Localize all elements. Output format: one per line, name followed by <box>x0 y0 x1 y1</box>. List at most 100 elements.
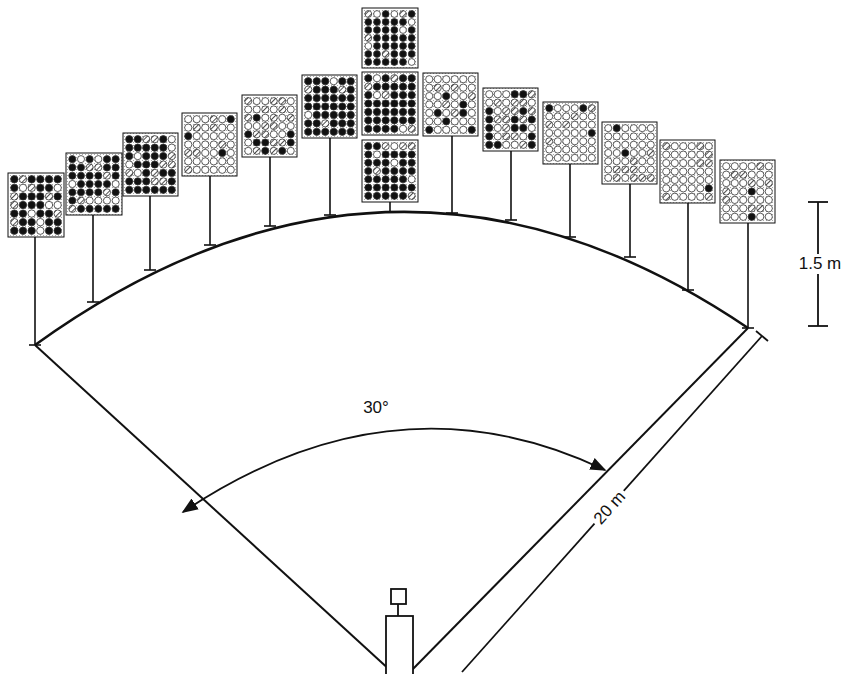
light-disc <box>322 111 329 118</box>
light-disc <box>451 118 458 125</box>
light-disc <box>77 172 84 179</box>
light-disc <box>202 124 209 131</box>
light-disc <box>705 176 712 183</box>
light-disc <box>511 124 518 131</box>
light-disc <box>143 152 150 159</box>
light-disc <box>382 108 389 115</box>
viewing-sector <box>35 212 748 672</box>
light-disc <box>571 138 578 145</box>
sign-pole <box>269 157 271 226</box>
light-disc <box>270 139 277 146</box>
light-disc <box>28 201 35 208</box>
light-disc <box>765 205 772 212</box>
light-disc <box>253 114 260 121</box>
light-disc <box>520 116 527 123</box>
light-disc <box>391 83 398 90</box>
sign-board <box>543 102 598 164</box>
light-disc <box>588 121 595 128</box>
light-disc <box>373 167 380 174</box>
light-disc <box>126 178 133 185</box>
light-disc <box>86 172 93 179</box>
light-disc <box>468 92 475 99</box>
light-disc <box>365 91 372 98</box>
light-disc <box>227 158 234 165</box>
light-disc <box>112 164 119 171</box>
light-disc <box>202 149 209 156</box>
light-disc <box>374 27 381 34</box>
light-disc <box>408 83 415 90</box>
light-disc <box>374 11 381 18</box>
light-disc <box>305 103 312 110</box>
light-disc <box>28 218 35 225</box>
light-disc <box>77 189 84 196</box>
light-disc <box>765 196 772 203</box>
light-disc <box>19 201 26 208</box>
light-disc <box>11 227 18 234</box>
light-disc <box>443 101 450 108</box>
light-disc <box>451 101 458 108</box>
light-disc <box>54 210 61 217</box>
light-disc <box>757 163 764 170</box>
light-disc <box>494 124 501 131</box>
light-disc <box>134 161 141 168</box>
light-disc <box>382 19 389 26</box>
light-disc <box>253 106 260 113</box>
light-disc <box>400 27 407 34</box>
light-disc <box>245 106 252 113</box>
pole-foot <box>682 289 694 291</box>
light-disc <box>494 91 501 98</box>
light-disc <box>227 132 234 139</box>
light-disc <box>630 133 637 140</box>
light-disc <box>262 98 269 105</box>
light-disc <box>54 218 61 225</box>
light-disc <box>486 124 493 131</box>
light-disc <box>219 116 226 123</box>
light-disc <box>554 121 561 128</box>
light-disc <box>622 158 629 165</box>
light-disc <box>77 205 84 212</box>
light-disc <box>588 138 595 145</box>
light-disc <box>95 197 102 204</box>
light-disc <box>391 167 398 174</box>
light-disc <box>134 169 141 176</box>
sign-pole <box>34 237 36 345</box>
light-disc <box>365 184 372 191</box>
light-disc <box>45 184 52 191</box>
light-disc <box>546 138 553 145</box>
light-disc <box>460 84 467 91</box>
light-disc <box>37 193 44 200</box>
light-disc <box>408 35 415 42</box>
light-disc <box>731 196 738 203</box>
light-disc <box>705 193 712 200</box>
light-disc <box>563 146 570 153</box>
light-disc <box>546 113 553 120</box>
light-disc <box>731 171 738 178</box>
light-disc <box>69 172 76 179</box>
light-disc <box>639 166 646 173</box>
light-disc <box>554 129 561 136</box>
light-disc <box>705 168 712 175</box>
sign-pole <box>92 215 94 302</box>
light-disc <box>365 192 372 199</box>
light-disc <box>740 179 747 186</box>
light-disc <box>639 141 646 148</box>
light-disc <box>95 205 102 212</box>
light-disc <box>279 147 286 154</box>
light-disc <box>382 192 389 199</box>
light-disc <box>151 161 158 168</box>
light-disc <box>426 118 433 125</box>
light-disc <box>605 149 612 156</box>
light-disc <box>112 156 119 163</box>
light-disc <box>647 158 654 165</box>
light-disc <box>408 100 415 107</box>
light-disc <box>391 19 398 26</box>
light-disc <box>580 129 587 136</box>
light-disc <box>365 100 372 107</box>
light-disc <box>37 227 44 234</box>
light-disc <box>185 116 192 123</box>
light-disc <box>365 83 372 90</box>
light-disc <box>622 174 629 181</box>
light-disc <box>622 141 629 148</box>
light-disc <box>426 126 433 133</box>
light-disc <box>313 111 320 118</box>
